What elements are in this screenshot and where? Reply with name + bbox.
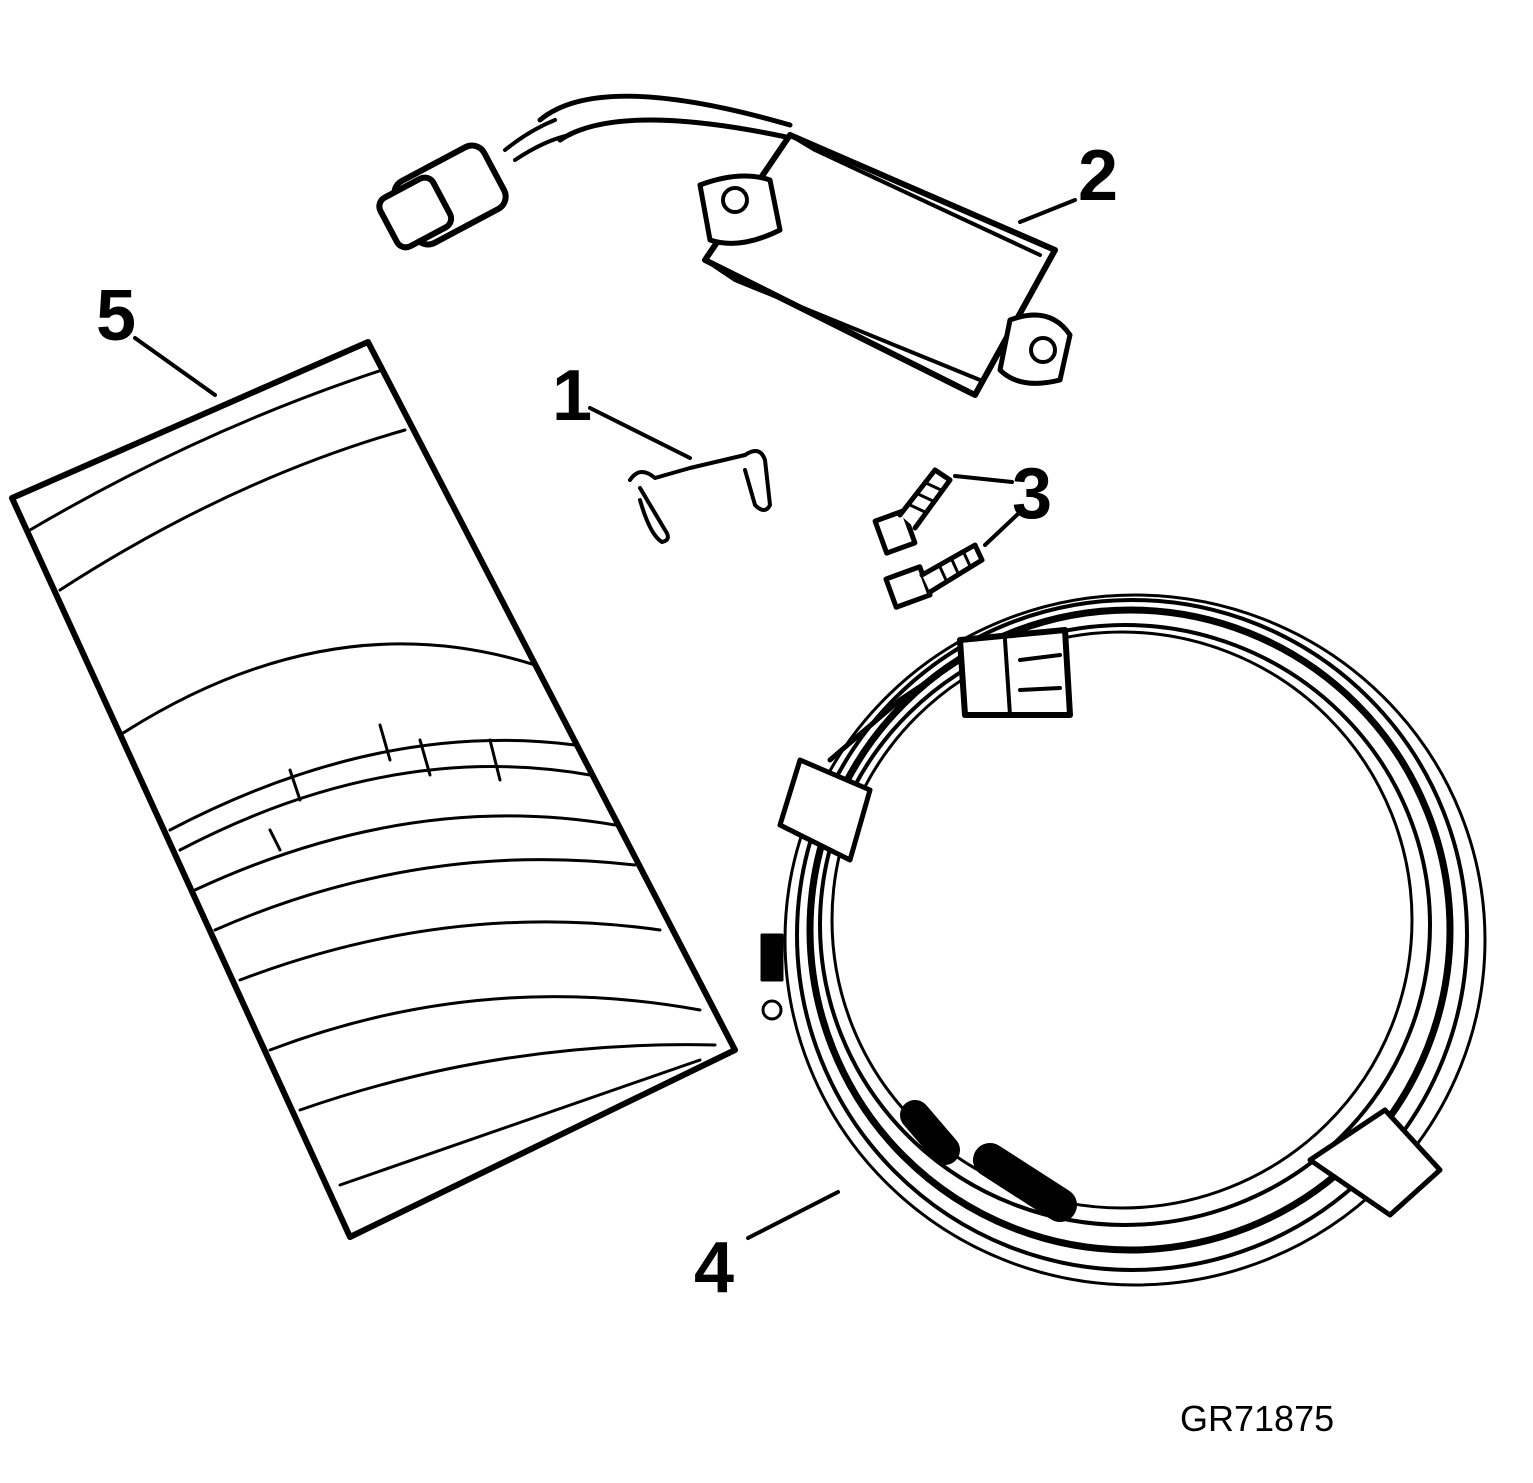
leader-line-1 <box>588 406 692 460</box>
leader-line-4 <box>746 1190 840 1240</box>
callout-2: 2 <box>1078 136 1119 216</box>
leader-line-3b <box>983 510 1022 547</box>
wiring-harness-icon <box>760 593 1487 1287</box>
callout-5: 5 <box>96 276 137 356</box>
figure-code: GR71875 <box>1180 1398 1335 1439</box>
callout-1: 1 <box>552 356 593 436</box>
bolt-icon <box>872 467 985 610</box>
instruction-sheet-icon <box>9 339 738 1240</box>
leader-line-2 <box>1018 198 1077 224</box>
clip-icon <box>628 449 772 544</box>
control-module-icon <box>376 93 1073 398</box>
callout-4: 4 <box>694 1228 735 1308</box>
callout-3: 3 <box>1012 454 1053 534</box>
leader-lines <box>133 198 1077 1240</box>
leader-line-3a <box>953 474 1014 484</box>
leader-line-5 <box>133 336 217 397</box>
